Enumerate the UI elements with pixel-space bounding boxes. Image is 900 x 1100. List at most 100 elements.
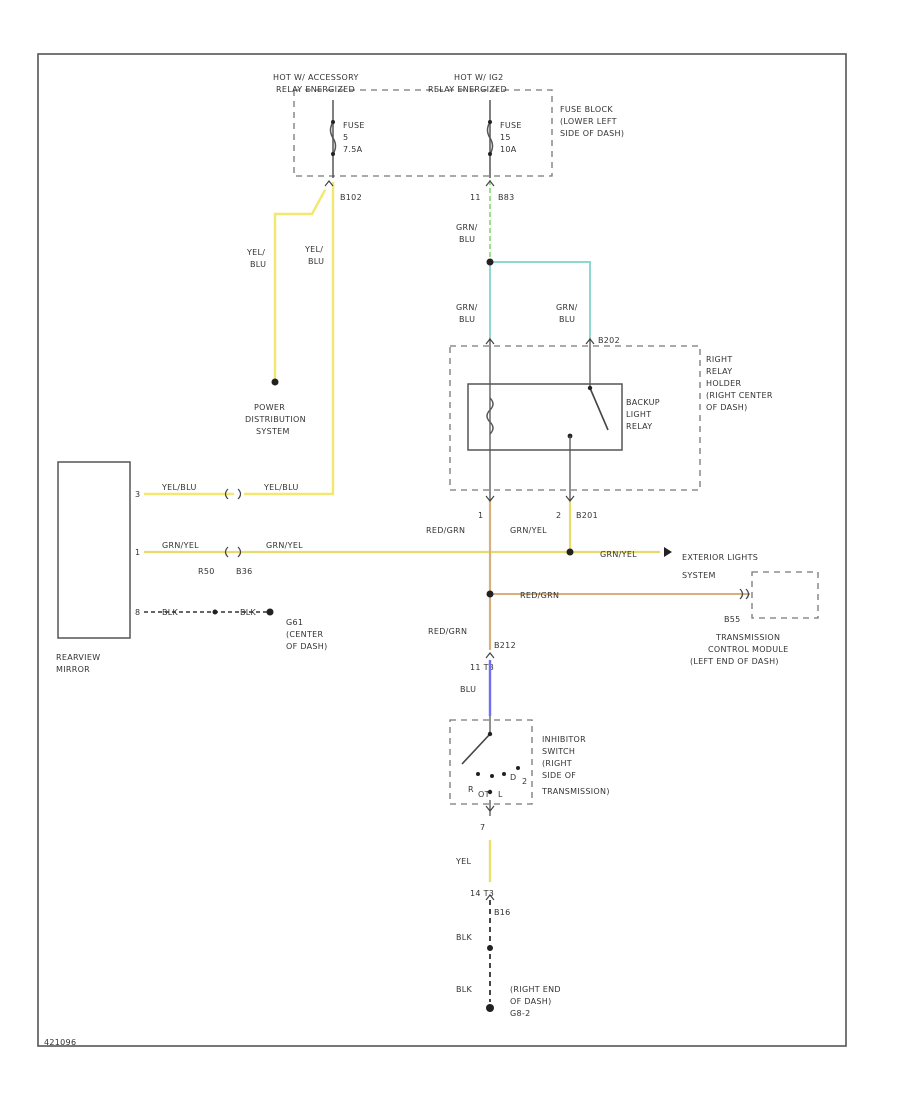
- tcm-label-2: CONTROL MODULE: [708, 645, 789, 654]
- svg-text:GRN/: GRN/: [556, 303, 578, 312]
- diagram-frame: [37, 53, 847, 1047]
- svg-text:7.5A: 7.5A: [343, 145, 363, 154]
- relay-holder-label-3: HOLDER: [706, 379, 741, 388]
- svg-text:BLU: BLU: [459, 235, 475, 244]
- svg-text:5: 5: [343, 133, 348, 142]
- rearview-mirror-label-1: REARVIEW: [56, 653, 100, 662]
- svg-text:BLU: BLU: [559, 315, 575, 324]
- wire-grn-blu-loop: [489, 261, 591, 338]
- hot-acc-label-1: HOT W/ ACCESSORY: [273, 73, 359, 82]
- svg-text:YEL/BLU: YEL/BLU: [263, 483, 299, 492]
- svg-text:10A: 10A: [500, 145, 517, 154]
- relay-holder-label-1: RIGHT: [706, 355, 733, 364]
- svg-text:1: 1: [135, 548, 140, 557]
- fuse-15: FUSE 15 10A: [486, 100, 522, 178]
- hot-ig2-label-2: RELAY ENERGIZED: [428, 85, 507, 94]
- svg-text:BLU: BLU: [250, 260, 266, 269]
- inhibitor-label-5: TRANSMISSION): [541, 787, 610, 796]
- svg-text:OT: OT: [478, 790, 490, 799]
- fuse-block-box: [293, 89, 553, 177]
- svg-text:BLK: BLK: [240, 608, 257, 617]
- tcm-label-3: (LEFT END OF DASH): [690, 657, 779, 666]
- inhibitor-label-2: SWITCH: [542, 747, 575, 756]
- svg-text:FUSE: FUSE: [343, 121, 365, 130]
- svg-text:B36: B36: [236, 567, 253, 576]
- backup-light-relay: BACKUP LIGHT RELAY: [467, 338, 660, 500]
- svg-text:L: L: [498, 790, 503, 799]
- svg-text:GRN/: GRN/: [456, 223, 478, 232]
- svg-text:BLK: BLK: [456, 933, 473, 942]
- rearview-mirror-box: [57, 461, 131, 639]
- svg-text:BLU: BLU: [308, 257, 324, 266]
- tcm-box: [751, 571, 819, 619]
- svg-text:GRN/YEL: GRN/YEL: [266, 541, 303, 550]
- relay-pin-1: 1: [478, 511, 483, 520]
- frame-id: 421096: [44, 1038, 76, 1047]
- fuse-block-location-1: FUSE BLOCK: [560, 105, 613, 114]
- ground-g8-2-label-3: G8-2: [510, 1009, 530, 1018]
- wire-yel-blu-power: [273, 189, 327, 380]
- svg-text:BACKUP: BACKUP: [626, 398, 660, 407]
- wire-yel-blu-mirror: [315, 182, 335, 496]
- svg-text:2: 2: [522, 777, 527, 786]
- svg-text:3: 3: [135, 490, 140, 499]
- svg-text:YEL/BLU: YEL/BLU: [161, 483, 197, 492]
- svg-text:YEL/: YEL/: [304, 245, 323, 254]
- tcm-pin-b55: B55: [724, 615, 741, 624]
- ground-g8-2-label-1: (RIGHT END: [510, 985, 561, 994]
- rearview-mirror-label-2: MIRROR: [56, 665, 90, 674]
- power-distribution-2: DISTRIBUTION: [245, 415, 306, 424]
- power-distribution-3: SYSTEM: [256, 427, 290, 436]
- svg-text:GRN/: GRN/: [456, 303, 478, 312]
- svg-text:FUSE: FUSE: [500, 121, 522, 130]
- exterior-lights-arrow-icon: [664, 547, 672, 557]
- ground-g8-2-label-2: OF DASH): [510, 997, 552, 1006]
- svg-text:7: 7: [480, 823, 485, 832]
- relay-connector-b201: B201: [576, 511, 598, 520]
- svg-text:BLK: BLK: [456, 985, 473, 994]
- svg-text:BLK: BLK: [162, 608, 179, 617]
- svg-text:BLU: BLU: [460, 685, 476, 694]
- svg-text:RED/GRN: RED/GRN: [520, 591, 559, 600]
- connector-b83-pin: 11: [470, 193, 481, 202]
- svg-text:15: 15: [500, 133, 511, 142]
- svg-text:BLU: BLU: [459, 315, 475, 324]
- relay-holder-box: [449, 345, 701, 491]
- ground-g8-2-icon: [486, 1004, 494, 1012]
- connector-b83: B83: [498, 193, 515, 202]
- hot-ig2-label-1: HOT W/ IG2: [454, 73, 504, 82]
- fuse-5: FUSE 5 7.5A: [329, 100, 365, 178]
- fuse-block-location-3: SIDE OF DASH): [560, 129, 624, 138]
- relay-holder-label-4: (RIGHT CENTER: [706, 391, 773, 400]
- inhibitor-switch: R D 2 OT L: [461, 716, 527, 799]
- svg-text:RED/GRN: RED/GRN: [428, 627, 467, 636]
- svg-text:YEL/: YEL/: [246, 248, 265, 257]
- svg-text:GRN/YEL: GRN/YEL: [510, 526, 547, 535]
- power-distribution-1: POWER: [254, 403, 285, 412]
- ground-g61-label-3: OF DASH): [286, 642, 328, 651]
- svg-text:RELAY: RELAY: [626, 422, 653, 431]
- connector-b102: B102: [340, 193, 362, 202]
- fuse-block-location-2: (LOWER LEFT: [560, 117, 617, 126]
- relay-holder-label-2: RELAY: [706, 367, 733, 376]
- exterior-lights-label-2: SYSTEM: [682, 571, 716, 580]
- svg-text:R50: R50: [198, 567, 215, 576]
- ground-g61-icon: [266, 608, 274, 616]
- connector-b16: B16: [494, 908, 511, 917]
- inhibitor-label-4: SIDE OF: [542, 771, 576, 780]
- svg-text:GRN/YEL: GRN/YEL: [600, 550, 637, 559]
- inhibitor-switch-box: [449, 719, 533, 805]
- svg-text:R: R: [468, 785, 474, 794]
- relay-holder-label-5: OF DASH): [706, 403, 748, 412]
- exterior-lights-label-1: EXTERIOR LIGHTS: [682, 553, 758, 562]
- inhibitor-label-1: INHIBITOR: [542, 735, 586, 744]
- inhibitor-label-3: (RIGHT: [542, 759, 572, 768]
- hot-acc-label-2: RELAY ENERGIZED: [276, 85, 355, 94]
- ground-g61-label-1: G61: [286, 618, 303, 627]
- relay-connector-b202: B202: [598, 336, 620, 345]
- svg-text:RED/GRN: RED/GRN: [426, 526, 465, 535]
- connector-markers: [212, 180, 750, 901]
- svg-text:D: D: [510, 773, 516, 782]
- connector-b212-pins: 11 T3: [470, 663, 494, 672]
